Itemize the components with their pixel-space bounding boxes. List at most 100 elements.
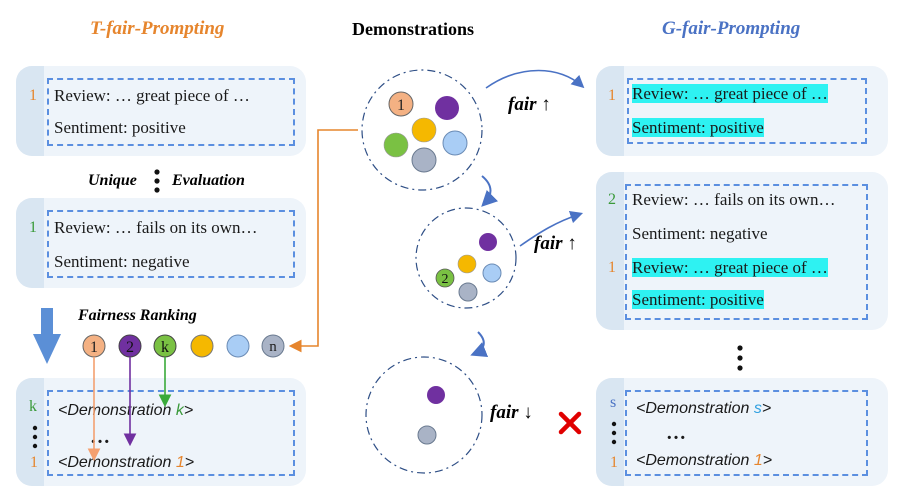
unique-evaluation-colon: [154, 169, 160, 193]
cluster-1-gray: [411, 147, 437, 173]
fairness-ranking-label: Fairness Ranking: [78, 307, 197, 324]
left-card-1-tab: [16, 66, 44, 156]
right-demo-bottom-prefix: <Demonstration: [636, 452, 754, 469]
left-demo-top-suffix: >: [183, 402, 194, 419]
cluster-1-blue: [442, 130, 468, 156]
right-demo-bottom-suffix: >: [762, 452, 773, 469]
left-card-2-index: 1: [29, 219, 37, 236]
left-card-3-vdots: [32, 425, 38, 449]
right-card-2-frame: [625, 184, 868, 320]
cluster-2-label: 2: [442, 272, 449, 287]
arrow-to-right-card-2: [519, 210, 584, 247]
t-fair-title: T-fair-Prompting: [90, 18, 225, 39]
left-card-2-frame: [47, 210, 295, 278]
left-demo-top-id: k: [175, 402, 184, 419]
left-demo-bottom-prefix: <Demonstration: [58, 454, 176, 471]
left-card-1-review: Review: … great piece of …: [54, 86, 250, 105]
right-card-1-frame: [627, 78, 867, 144]
left-card-2-review: Review: … fails on its own…: [54, 218, 258, 237]
right-demonstration-top: <Demonstration s>: [636, 400, 771, 418]
right-card-2-index-a: 2: [608, 191, 616, 208]
left-demonstration-bottom: <Demonstration 1>: [58, 454, 194, 472]
right-card-2-index-b: 1: [608, 259, 616, 276]
right-card-1-sentiment: Sentiment: positive: [632, 118, 764, 138]
left-card-2-tab: [16, 198, 44, 288]
right-card-2: 2 Review: … fails on its own… Sentiment:…: [596, 172, 888, 330]
left-demo-top-prefix: <Demonstration: [58, 402, 176, 419]
cluster-1-green: [383, 132, 409, 158]
right-card-1-review-text: Review: … great piece of …: [632, 84, 828, 103]
left-card-1-frame: [47, 78, 295, 146]
orange-connector-arrow: [288, 129, 358, 353]
right-card-2-review-b-text: Review: … great piece of …: [632, 258, 828, 277]
unique-label: Unique: [88, 172, 137, 189]
cluster-1-label: 1: [397, 97, 405, 114]
g-fair-title: G-fair-Prompting: [662, 18, 801, 39]
right-card-3-tab: [596, 378, 624, 486]
left-card-1: 1 Review: … great piece of … Sentiment: …: [16, 66, 306, 156]
demonstrations-title: Demonstrations: [352, 19, 474, 39]
fair-down-label: fair ↓: [490, 402, 533, 423]
rank-circle-5: [226, 334, 250, 358]
rank-circle-n-label: n: [269, 339, 277, 355]
arrow-to-right-card-1: [485, 69, 585, 89]
rank-circle-2-label: 2: [126, 339, 134, 356]
cluster-2-yellow: [457, 254, 477, 274]
right-demo-ellipsis: …: [666, 422, 686, 444]
left-card-3-index-bottom: 1: [30, 454, 38, 471]
cluster-1-yellow: [411, 117, 437, 143]
left-demo-bottom-suffix: >: [184, 454, 195, 471]
cluster-1-circle-1: [388, 91, 414, 117]
cluster-2-green: [435, 268, 455, 288]
right-card-2-review-b: Review: … great piece of …: [632, 258, 828, 278]
right-card-3: s 1 <Demonstration s> … <Demonstration 1…: [596, 378, 888, 486]
red-cross-icon: [558, 411, 582, 435]
right-card-1-review: Review: … great piece of …: [632, 84, 828, 104]
right-card-3-vdots: [611, 421, 617, 445]
cluster-3: [365, 356, 483, 474]
cluster-1-purple: [435, 96, 459, 120]
right-demo-top-id: s: [753, 400, 762, 417]
right-card-1: 1 Review: … great piece of … Sentiment: …: [596, 66, 888, 156]
right-card-3-index-bottom: 1: [610, 454, 618, 471]
right-card-2-sentiment-b: Sentiment: positive: [632, 290, 764, 310]
left-card-3-tab: [16, 378, 44, 486]
cluster-3-gray: [417, 425, 437, 445]
rank-circle-n: [261, 334, 285, 358]
cluster-1: 1: [361, 69, 483, 191]
fair-up-label-1: fair ↑: [508, 94, 551, 115]
down-arrow-icon: [33, 308, 61, 364]
evaluation-label: Evaluation: [172, 172, 245, 189]
right-demonstration-bottom: <Demonstration 1>: [636, 452, 772, 470]
right-demo-top-prefix: <Demonstration: [636, 400, 754, 417]
left-card-1-index: 1: [29, 87, 37, 104]
right-card-2-tab: [596, 172, 624, 330]
ranking-row: 1 2 k n: [82, 334, 285, 358]
left-demo-ellipsis: …: [90, 426, 110, 448]
left-card-1-sentiment: Sentiment: positive: [54, 118, 186, 137]
right-card-1-index: 1: [608, 87, 616, 104]
rank-circle-1-label: 1: [90, 339, 98, 356]
cluster-2: 2: [415, 207, 517, 309]
left-card-3-frame: [47, 390, 295, 476]
left-demonstration-top: <Demonstration k>: [58, 402, 193, 420]
right-demo-bottom-id: 1: [753, 452, 763, 469]
right-card-2-sentiment-a: Sentiment: negative: [632, 224, 768, 243]
left-card-2: 1 Review: … fails on its own… Sentiment:…: [16, 198, 306, 288]
curve-arrow-cluster2-to-3: [470, 331, 489, 357]
left-demo-bottom-id: 1: [175, 454, 185, 471]
rank-circle-4: [190, 334, 214, 358]
rank-circle-k-label: k: [161, 339, 169, 356]
left-card-2-sentiment: Sentiment: negative: [54, 252, 190, 271]
cluster-2-blue: [482, 263, 502, 283]
right-card-2-sentiment-b-text: Sentiment: positive: [632, 290, 764, 309]
left-card-3-index-top: k: [29, 398, 37, 415]
right-card-3-frame: [625, 390, 868, 476]
right-vertical-dots: [737, 345, 743, 371]
right-demo-top-suffix: >: [761, 400, 772, 417]
cluster-2-purple: [479, 233, 497, 251]
right-card-1-sentiment-text: Sentiment: positive: [632, 118, 764, 137]
fair-up-label-2: fair ↑: [534, 233, 577, 254]
curve-arrow-cluster1-to-2: [481, 175, 499, 207]
cluster-2-gray: [458, 282, 478, 302]
